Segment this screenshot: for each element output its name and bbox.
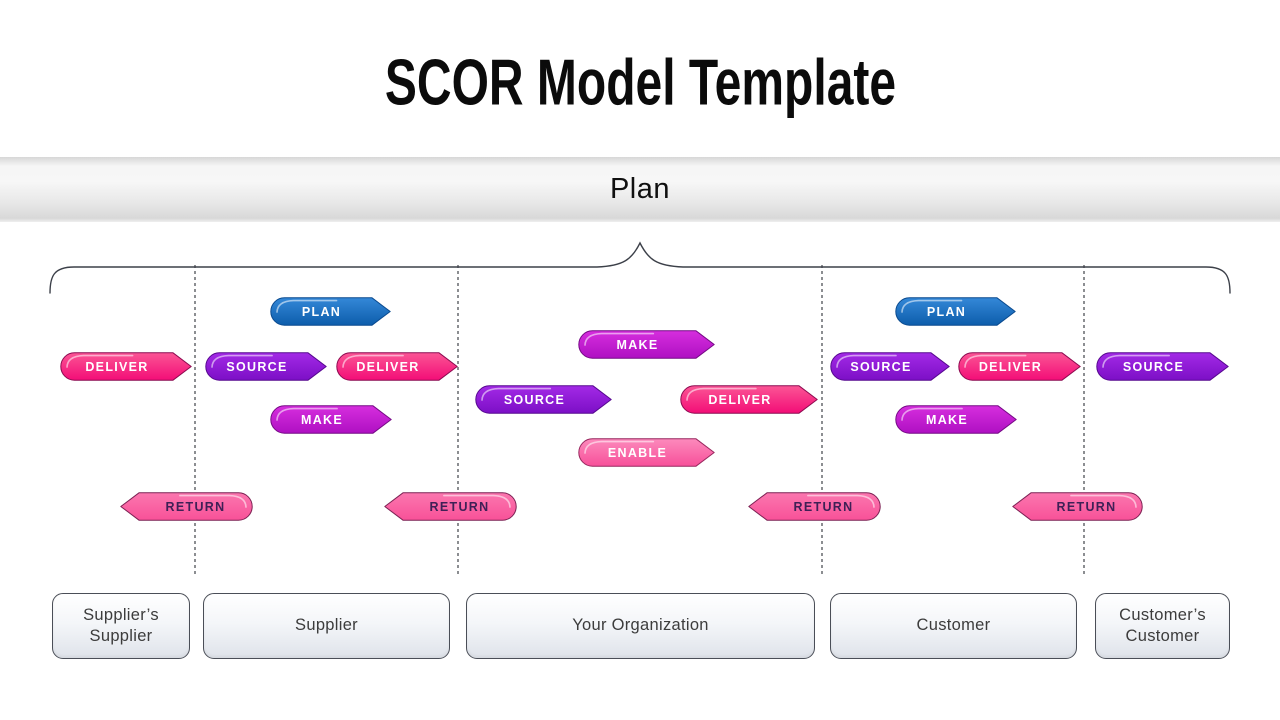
deliver-badge-supplier: DELIVER — [336, 352, 458, 381]
make-badge-supplier-label: MAKE — [300, 412, 343, 427]
return-badge-4: RETURN — [1012, 492, 1143, 521]
deliver-badge-organization: DELIVER — [680, 385, 818, 414]
plan-banner-label: Plan — [609, 173, 671, 205]
source-badge-customer: SOURCE — [830, 352, 950, 381]
entity-box-customer: Customer — [830, 593, 1077, 659]
return-badge-4-label: RETURN — [1056, 499, 1117, 514]
make-badge-organization-label: MAKE — [616, 337, 659, 352]
page-title: SCOR Model Template — [384, 46, 896, 119]
entity-box-customer-label: Customer — [916, 616, 991, 635]
return-badge-3-label: RETURN — [793, 499, 854, 514]
return-badge-1: RETURN — [120, 492, 253, 521]
deliver-badge-supplier-label: DELIVER — [356, 359, 420, 374]
entity-box-customers-customer-label: Customer’s Customer — [1119, 605, 1206, 645]
plan-brace — [49, 241, 1231, 294]
return-badge-3: RETURN — [748, 492, 881, 521]
entity-box-suppliers-supplier: Supplier’s Supplier — [52, 593, 190, 659]
source-badge-supplier: SOURCE — [205, 352, 327, 381]
entity-box-your-organization-label: Your Organization — [572, 616, 709, 635]
make-badge-customer: MAKE — [895, 405, 1017, 434]
entity-box-supplier: Supplier — [203, 593, 450, 659]
deliver-badge-customer-label: DELIVER — [978, 359, 1043, 374]
source-badge-organization-label: SOURCE — [503, 392, 566, 407]
enable-badge-organization-label: ENABLE — [607, 445, 668, 460]
make-badge-customer-label: MAKE — [925, 412, 968, 427]
return-badge-1-label: RETURN — [165, 499, 226, 514]
deliver-badge-organization-label: DELIVER — [708, 392, 772, 407]
deliver-badge-suppliers-supplier: DELIVER — [60, 352, 192, 381]
plan-banner: Plan — [0, 157, 1280, 222]
make-badge-organization: MAKE — [578, 330, 715, 359]
entity-box-customers-customer: Customer’s Customer — [1095, 593, 1230, 659]
source-badge-organization: SOURCE — [475, 385, 612, 414]
return-badge-2-label: RETURN — [429, 499, 490, 514]
plan-badge-supplier: PLAN — [270, 297, 391, 326]
enable-badge-organization: ENABLE — [578, 438, 715, 467]
source-badge-customer-label: SOURCE — [850, 359, 912, 374]
plan-badge-supplier-label: PLAN — [301, 304, 342, 319]
entity-box-suppliers-supplier-label: Supplier’s Supplier — [83, 605, 159, 645]
deliver-badge-suppliers-supplier-label: DELIVER — [85, 359, 149, 374]
make-badge-supplier: MAKE — [270, 405, 392, 434]
plan-badge-customer: PLAN — [895, 297, 1016, 326]
page-title-wrap: SCOR Model Template — [0, 46, 1280, 119]
plan-badge-customer-label: PLAN — [926, 304, 967, 319]
source-badge-customers-customer-label: SOURCE — [1122, 359, 1185, 374]
return-badge-2: RETURN — [384, 492, 517, 521]
source-badge-supplier-label: SOURCE — [226, 359, 288, 374]
source-badge-customers-customer: SOURCE — [1096, 352, 1229, 381]
deliver-badge-customer: DELIVER — [958, 352, 1081, 381]
entity-box-supplier-label: Supplier — [295, 616, 358, 635]
entity-box-your-organization: Your Organization — [466, 593, 815, 659]
